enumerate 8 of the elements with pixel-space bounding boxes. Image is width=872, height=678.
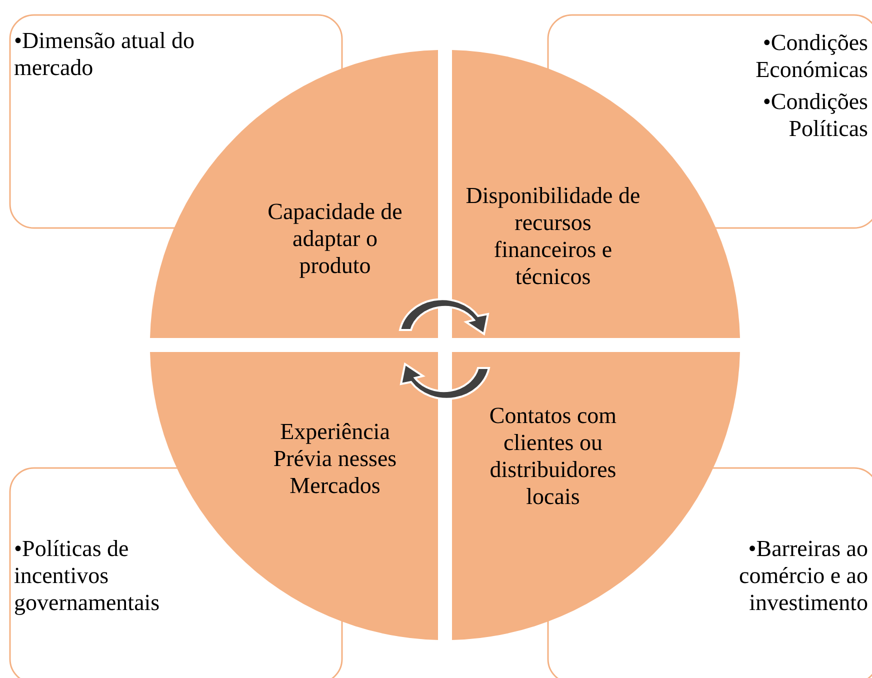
quadrant-label: Capacidade de adaptar o produto	[266, 198, 404, 279]
bullet-text: •Condições Económicas •Condições Políticas	[726, 29, 868, 142]
bullet-text: •Barreiras ao comércio e ao investimento	[716, 535, 868, 616]
quadrant-label: Contatos com clientes ou distribuidores locais	[488, 402, 618, 510]
quadrant-label: Experiência Prévia nesses Mercados	[272, 418, 398, 499]
bullet-text: •Dimensão atual do mercado	[14, 27, 199, 81]
quadrant-label: Disponibilidade de recursos financeiros e técnicos	[464, 182, 642, 290]
bullet-text: •Políticas de incentivos governamentais	[14, 535, 174, 616]
